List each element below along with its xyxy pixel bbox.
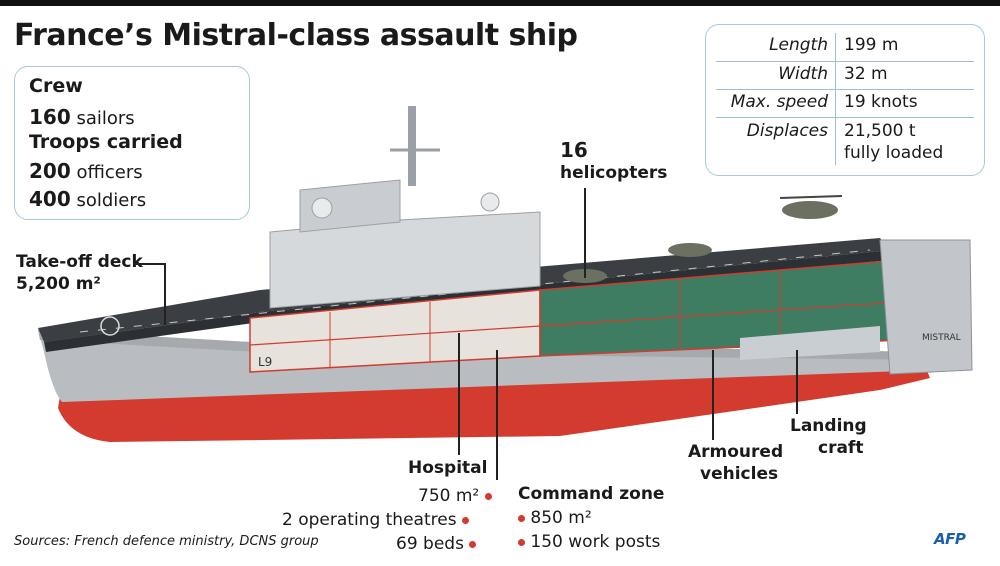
main-mast	[408, 106, 416, 186]
spec-value: 199 m	[844, 35, 899, 55]
spec-value: 19 knots	[844, 92, 918, 112]
hospital-label: Hospital	[408, 458, 488, 478]
spec-label: Displaces	[746, 121, 828, 141]
bullet-icon	[469, 540, 477, 548]
bridge-block	[299, 179, 401, 233]
crew-box: Crew 160 sailors Troops carried 200 offi…	[14, 66, 250, 220]
hospital-item: 69 beds	[396, 534, 464, 554]
deck-leader-line	[134, 263, 164, 265]
deck-level-line	[539, 301, 901, 327]
deck-level-line	[249, 325, 541, 346]
radar-dome	[311, 197, 333, 219]
hull-code: L9	[258, 355, 272, 369]
helicopter-icon	[668, 243, 712, 257]
landing-label-2: craft	[818, 438, 864, 458]
landing-leader-line	[796, 350, 798, 414]
sailors-row: 160 sailors	[29, 105, 135, 129]
spec-separator	[716, 61, 974, 62]
credit-logo: AFP	[934, 530, 966, 548]
command-item: 150 work posts	[530, 532, 661, 552]
bullet-icon	[461, 516, 469, 524]
command-area: 850 m²	[518, 508, 592, 528]
deck-label: Take-off deck	[16, 252, 143, 272]
hospital-item: 2 operating theatres	[282, 510, 457, 530]
helicopter-icon	[779, 195, 843, 219]
sailors-number: 160	[29, 105, 71, 129]
spec-separator	[716, 117, 974, 118]
soldiers-number: 400	[29, 187, 71, 211]
specs-box: Length 199 m Width 32 m Max. speed 19 kn…	[705, 24, 985, 176]
helicopter-label: helicopters	[560, 163, 668, 183]
page-title: France’s Mistral-class assault ship	[14, 18, 578, 53]
spec-label: Max. speed	[730, 92, 828, 112]
spec-separator	[716, 89, 974, 90]
soldiers-row: 400 soldiers	[29, 187, 146, 211]
spec-label: Width	[778, 64, 828, 84]
soldiers-label: soldiers	[76, 190, 147, 211]
heli-leader-line	[584, 188, 586, 278]
officers-number: 200	[29, 159, 71, 183]
ship-illustration: L9 MISTRAL	[38, 106, 973, 442]
deck-leader-line	[164, 263, 166, 325]
top-rule	[0, 0, 1000, 6]
specs-divider	[835, 33, 836, 165]
hull-band	[38, 330, 930, 360]
landing-label-1: Landing	[790, 416, 867, 436]
command-item: 850 m²	[530, 508, 592, 528]
hospital-area: 750 m²	[418, 486, 492, 506]
helicopter-count: 16	[560, 138, 588, 162]
armoured-label-2: vehicles	[700, 464, 779, 484]
radar-dome	[480, 192, 500, 212]
spec-value: 21,500 t	[844, 121, 916, 141]
sailors-label: sailors	[76, 108, 135, 129]
spec-value: 32 m	[844, 64, 888, 84]
hospital-theatres: 2 operating theatres	[282, 510, 469, 530]
source-note: Sources: French defence ministry, DCNS g…	[14, 534, 319, 549]
well-deck	[740, 326, 880, 360]
hospital-beds: 69 beds	[396, 534, 477, 554]
bullet-icon	[518, 514, 525, 522]
crew-heading: Crew	[29, 75, 83, 97]
hospital-item: 750 m²	[418, 486, 480, 506]
bullet-icon	[518, 538, 525, 546]
officers-label: officers	[76, 162, 143, 183]
helipad-marking	[100, 316, 120, 336]
troops-heading: Troops carried	[29, 131, 183, 153]
armoured-leader-line	[712, 350, 714, 440]
officers-row: 200 officers	[29, 159, 143, 183]
hospital-leader-line	[458, 333, 460, 455]
command-posts: 150 work posts	[518, 532, 660, 552]
name-plate: MISTRAL	[922, 333, 961, 343]
armoured-label-1: Armoured	[688, 442, 784, 462]
bullet-icon	[484, 492, 492, 500]
command-label: Command zone	[518, 484, 665, 504]
stern-block	[879, 239, 973, 375]
spec-label: Length	[769, 35, 828, 55]
deck-area: 5,200 m²	[16, 274, 101, 294]
spec-value-2: fully loaded	[844, 143, 944, 163]
command-leader-line	[496, 350, 498, 480]
